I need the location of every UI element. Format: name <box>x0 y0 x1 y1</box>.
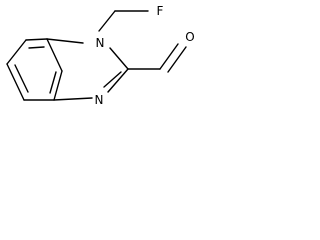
molecule-diagram: F N N O <box>6 4 195 107</box>
bond-c5-c6 <box>6 39 27 65</box>
bond-cho-o <box>159 43 179 70</box>
bond-n3-c3a <box>53 97 93 101</box>
benzene-ring <box>6 38 63 101</box>
atom-label-fluorine: F <box>157 4 164 18</box>
bond-inner-1 <box>28 46 45 49</box>
bond-inner-3 <box>49 71 57 94</box>
bond-c3a-c4 <box>53 70 63 101</box>
atom-label-nitrogen-1: N <box>96 36 105 50</box>
bond-c7a-n1 <box>46 38 84 44</box>
bond-c2-n3-double <box>103 71 122 88</box>
bond-inner-2 <box>14 64 29 93</box>
bond-c4-c5 <box>25 38 48 41</box>
atom-label-oxygen: O <box>185 30 194 44</box>
bond-n1-c2 <box>109 47 129 70</box>
bond-c6-c7 <box>6 63 25 101</box>
imidazole-ring <box>46 38 129 101</box>
bond-c7a-c3a <box>46 38 63 72</box>
bond-c2-n3 <box>107 68 129 93</box>
atom-label-nitrogen-3: N <box>95 93 104 107</box>
bond-cho-o-double <box>167 46 187 73</box>
bond-n1-ch2 <box>98 10 116 32</box>
